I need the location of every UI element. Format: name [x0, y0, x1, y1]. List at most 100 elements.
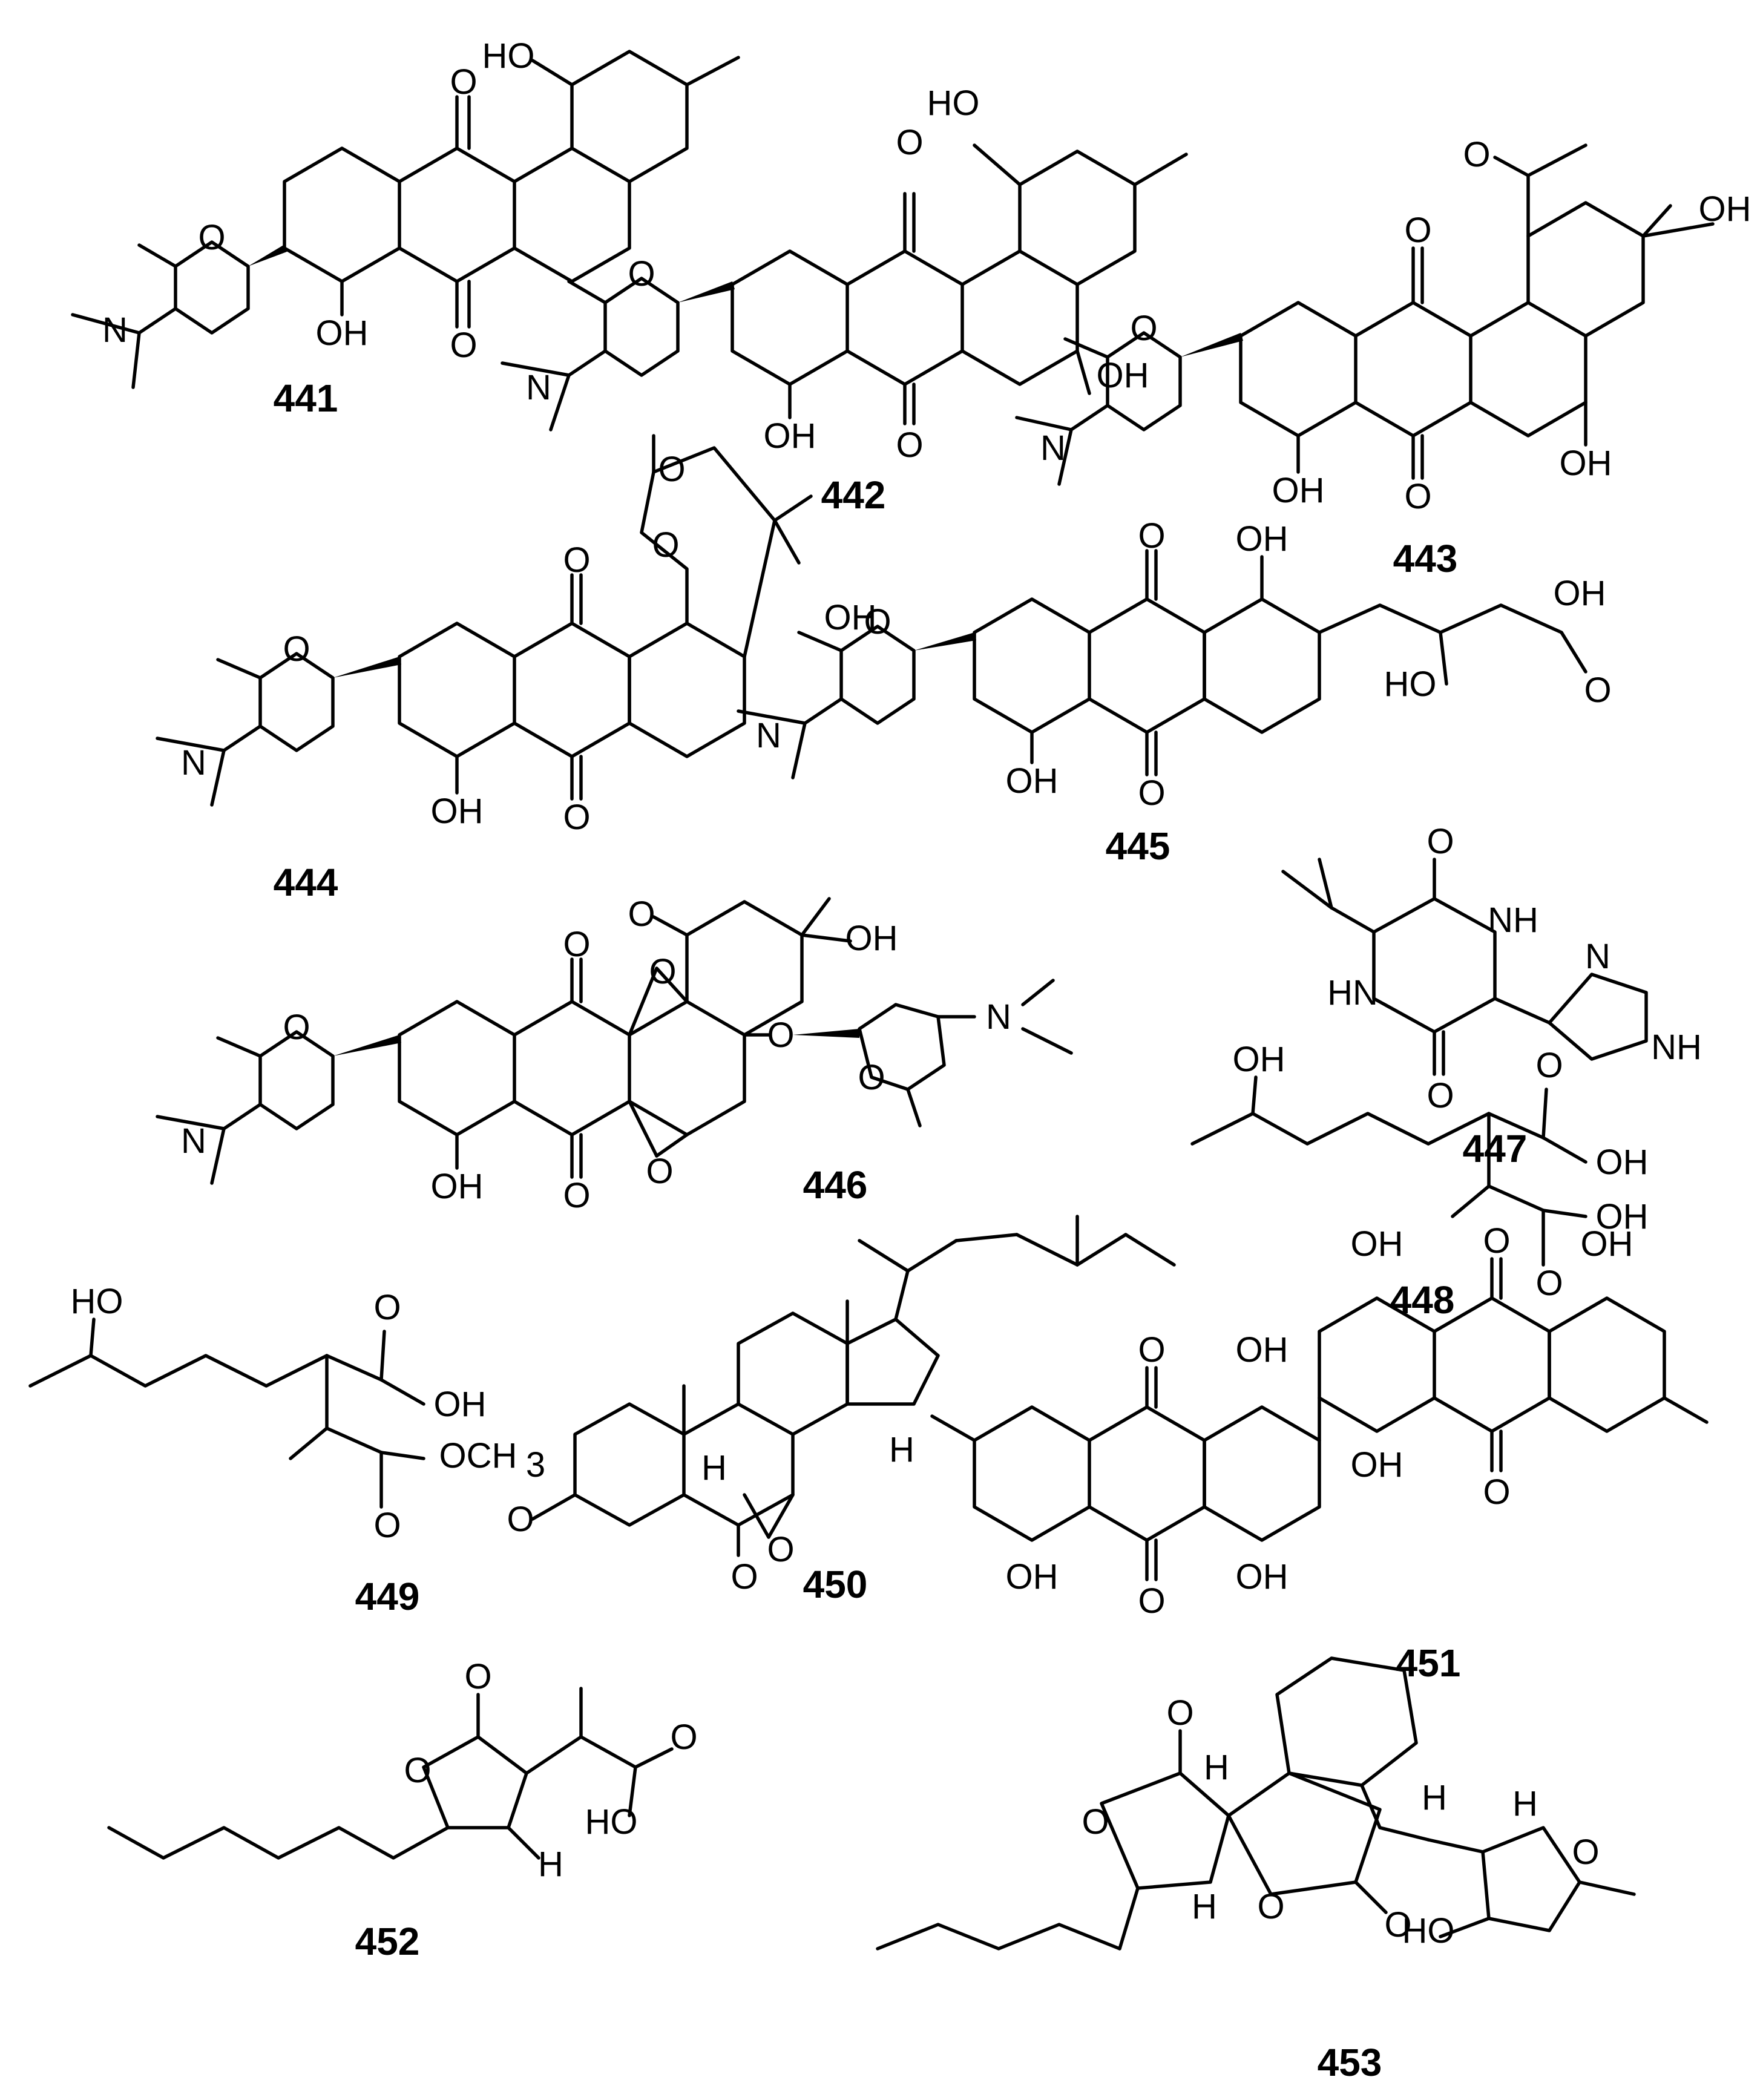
- atom-O: O: [1130, 309, 1157, 348]
- atom-N: N: [102, 310, 128, 350]
- atom-O: O: [1166, 1693, 1193, 1733]
- atom-O: O: [1138, 516, 1165, 556]
- atom-HO: HO: [585, 1802, 638, 1842]
- compound-449: HO O OH OCH 3 O 449: [28, 1282, 545, 1618]
- atom-O: O: [1384, 1905, 1411, 1944]
- atom-OH: OH: [1006, 1557, 1059, 1596]
- compound-444: O O OH O O OH O N 444: [156, 434, 877, 904]
- atom-subscript-3: 3: [526, 1445, 545, 1485]
- atom-NH: NH: [1651, 1028, 1702, 1067]
- atom-OH: OH: [1236, 519, 1289, 559]
- atom-O: O: [1404, 477, 1431, 516]
- atom-O: O: [767, 1016, 794, 1055]
- atom-N: N: [1585, 937, 1610, 976]
- atom-O: O: [450, 62, 477, 102]
- atom-O: O: [658, 450, 685, 489]
- compound-label-442: 442: [821, 473, 886, 517]
- atom-O: O: [1483, 1221, 1510, 1261]
- atom-N: N: [526, 368, 551, 407]
- atom-HN: HN: [1327, 973, 1378, 1012]
- atom-OH: OH: [431, 792, 484, 831]
- atom-H: H: [1512, 1784, 1538, 1823]
- atom-H: H: [1204, 1748, 1229, 1787]
- atom-O: O: [1535, 1046, 1563, 1085]
- compound-label-447: 447: [1463, 1127, 1528, 1170]
- compound-452: O O O HO H 452: [107, 1657, 698, 1963]
- atom-HO: HO: [482, 36, 535, 76]
- compound-label-444: 444: [274, 861, 338, 904]
- compound-441: O HO O OH O N 441: [71, 36, 740, 420]
- atom-HO: HO: [71, 1282, 123, 1321]
- atom-O: O: [767, 1530, 794, 1569]
- atom-OH: OH: [1581, 1224, 1633, 1264]
- atom-O: O: [563, 798, 590, 837]
- atom-H: H: [1192, 1887, 1217, 1926]
- atom-O: O: [730, 1557, 758, 1596]
- atom-OH: OH: [1351, 1224, 1404, 1264]
- compound-label-450: 450: [803, 1563, 868, 1606]
- atom-O: O: [1257, 1887, 1284, 1926]
- atom-O: O: [1463, 135, 1490, 174]
- atom-OH: OH: [316, 313, 369, 353]
- atom-H: H: [889, 1430, 914, 1469]
- compound-label-441: 441: [274, 376, 338, 420]
- atom-O: O: [404, 1751, 431, 1790]
- atom-O: O: [896, 425, 923, 465]
- atom-O: O: [283, 629, 310, 669]
- atom-O: O: [652, 525, 679, 565]
- compound-446: O OH O O O O O O N OH O N 446: [156, 894, 1073, 1215]
- compound-label-448: 448: [1390, 1278, 1455, 1322]
- compound-448: OH O OH OH O 448: [1190, 1040, 1649, 1322]
- atom-H: H: [1422, 1778, 1447, 1817]
- atom-N: N: [181, 743, 206, 783]
- atom-N: N: [986, 997, 1011, 1037]
- atom-O: O: [450, 326, 477, 365]
- atom-O: O: [896, 123, 923, 162]
- compound-label-445: 445: [1106, 824, 1170, 868]
- atom-H: H: [538, 1845, 563, 1884]
- compound-453: O H O H O O H H O HO 453: [876, 1656, 1636, 2084]
- atom-O: O: [1138, 1581, 1165, 1621]
- atom-O: O: [373, 1506, 401, 1545]
- atom-O: O: [1584, 671, 1611, 710]
- compound-451: O OH OH O OH OH O OH OH O 451: [930, 1221, 1709, 1685]
- compound-443: O OH O O OH OH O N 443: [1015, 135, 1752, 580]
- atom-O: O: [1138, 773, 1165, 813]
- atom-O: O: [1138, 1330, 1165, 1370]
- compound-450: O O H H O 450: [507, 1215, 1176, 1606]
- compound-445: O OH OH HO O O OH O N 445: [737, 516, 1612, 868]
- compound-label-453: 453: [1318, 2041, 1382, 2084]
- atom-OH: OH: [764, 416, 816, 456]
- atom-OCH: OCH: [439, 1436, 517, 1475]
- atom-OH: OH: [1699, 189, 1752, 229]
- atom-O: O: [563, 540, 590, 580]
- atom-O: O: [1426, 1076, 1454, 1115]
- atom-O: O: [1483, 1472, 1510, 1512]
- atom-OH: OH: [824, 598, 877, 637]
- atom-N: N: [1040, 428, 1066, 468]
- atom-HO: HO: [1384, 664, 1437, 704]
- atom-HO: HO: [1402, 1911, 1455, 1951]
- atom-OH: OH: [1272, 471, 1325, 510]
- atom-O: O: [670, 1718, 697, 1757]
- atom-O: O: [628, 254, 655, 294]
- atom-OH: OH: [1097, 356, 1149, 395]
- atom-O: O: [646, 1152, 673, 1191]
- compound-label-452: 452: [355, 1920, 420, 1963]
- compound-label-443: 443: [1393, 537, 1458, 580]
- atom-OH: OH: [434, 1385, 487, 1424]
- atom-O: O: [1404, 211, 1431, 250]
- atom-N: N: [181, 1121, 206, 1161]
- atom-O: O: [563, 925, 590, 964]
- atom-OH: OH: [1236, 1330, 1289, 1370]
- atom-O: O: [1572, 1833, 1599, 1872]
- atom-O: O: [198, 218, 225, 257]
- atom-H: H: [701, 1448, 727, 1488]
- atom-O: O: [373, 1288, 401, 1327]
- atom-O: O: [1082, 1802, 1109, 1842]
- atom-OH: OH: [431, 1167, 484, 1206]
- atom-NH: NH: [1488, 901, 1538, 940]
- atom-OH: OH: [1560, 444, 1612, 483]
- atom-O: O: [507, 1500, 534, 1539]
